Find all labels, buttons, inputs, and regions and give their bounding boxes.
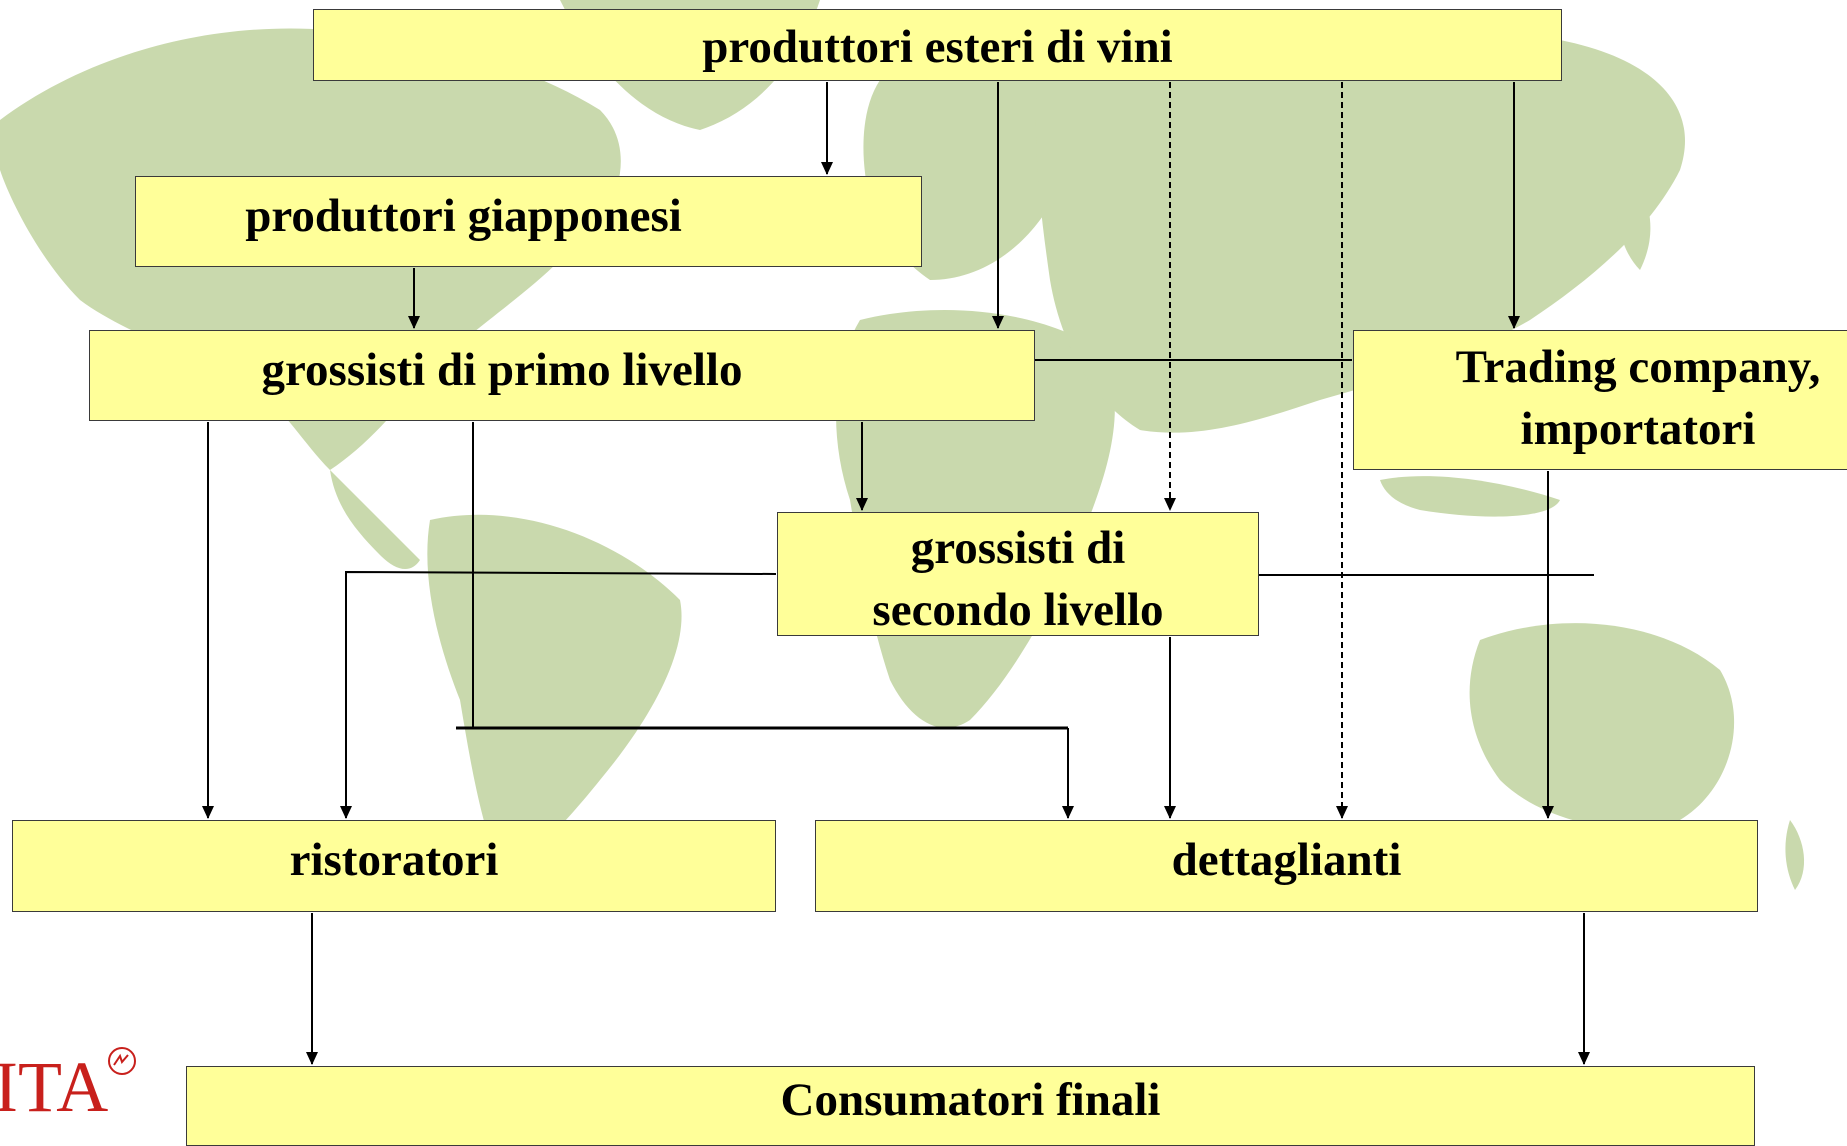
ita-logo-emblem-icon	[108, 1047, 136, 1075]
box-produttori-esteri: produttori esteri di vini	[313, 9, 1562, 81]
ita-logo-text: ITA	[0, 1047, 108, 1125]
new-zealand-landmass	[1785, 820, 1805, 890]
box-produttori-giapponesi: produttori giapponesi	[135, 176, 922, 267]
box-ristoratori: ristoratori	[12, 820, 776, 912]
box-grossisti-primo-livello: grossisti di primo livello	[89, 330, 1035, 421]
arrow-secondo-to-ristoratori	[340, 570, 777, 819]
label-secondo-line1: grossisti di	[910, 522, 1126, 574]
central-america-landmass	[330, 470, 420, 570]
box-consumatori-finali: Consumatori finali	[186, 1066, 1755, 1146]
indonesia-landmass	[1380, 476, 1560, 517]
label-produttori-esteri: produttori esteri di vini	[702, 21, 1173, 73]
box-dettaglianti: dettaglianti	[815, 820, 1758, 912]
ita-logo: ITA	[0, 1047, 136, 1125]
label-trading-line2: importatori	[1520, 403, 1756, 455]
label-grossisti-primo-livello: grossisti di primo livello	[261, 344, 743, 396]
label-secondo-line2: secondo livello	[872, 584, 1164, 636]
japan-landmass	[1616, 160, 1651, 270]
label-ristoratori: ristoratori	[289, 834, 499, 886]
label-trading-line1: Trading company,	[1455, 341, 1821, 393]
south-america-landmass	[427, 514, 682, 870]
australia-landmass	[1469, 623, 1735, 828]
label-consumatori-finali: Consumatori finali	[780, 1074, 1161, 1126]
box-grossisti-secondo-livello: grossisti di secondo livello	[777, 512, 1259, 636]
label-produttori-giapponesi: produttori giapponesi	[245, 190, 682, 242]
asia-landmass	[1035, 17, 1685, 433]
box-trading-company: Trading company, importatori	[1353, 330, 1847, 470]
label-dettaglianti: dettaglianti	[1171, 834, 1402, 886]
